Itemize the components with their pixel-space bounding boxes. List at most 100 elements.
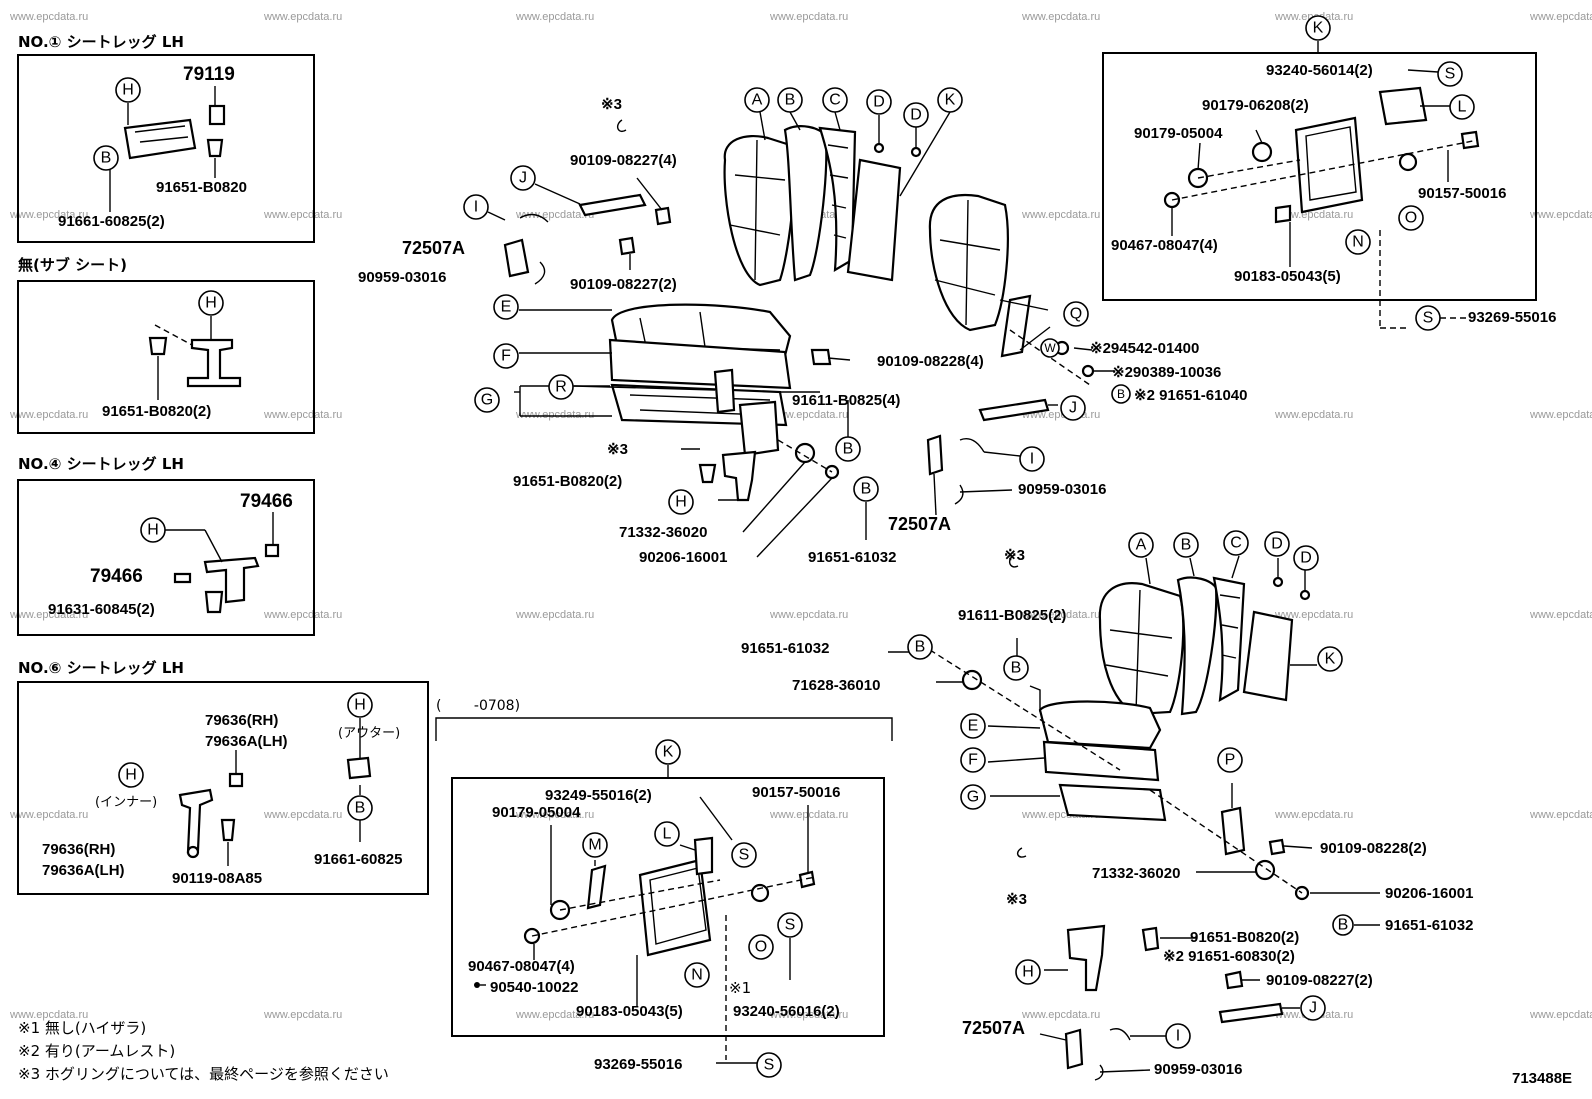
svg-text:K: K bbox=[1325, 651, 1336, 668]
watermark-text: www.epcdata.ru bbox=[9, 609, 88, 621]
callout-B: B bbox=[1332, 914, 1354, 936]
callout-K: K bbox=[655, 739, 681, 765]
callout-S: S bbox=[731, 842, 757, 868]
bolt bbox=[1460, 130, 1480, 150]
svg-text:K: K bbox=[663, 744, 674, 761]
washer bbox=[186, 845, 200, 859]
watermark-text: www.epcdata.ru bbox=[1021, 11, 1100, 23]
svg-text:M: M bbox=[588, 837, 601, 854]
latch-72507A bbox=[1064, 1028, 1084, 1070]
part-label: 93269-55016 bbox=[1468, 309, 1556, 326]
svg-text:L: L bbox=[1458, 99, 1467, 116]
callout-D: D bbox=[1293, 545, 1319, 571]
bolt bbox=[220, 818, 236, 842]
callout-G: G bbox=[474, 387, 500, 413]
hog-ring-label: ※3 bbox=[1004, 547, 1025, 564]
rod-J bbox=[1218, 1002, 1284, 1024]
watermark-text: www.epcdata.ru bbox=[9, 1009, 88, 1021]
callout-E: E bbox=[960, 713, 986, 739]
clip-O bbox=[1398, 152, 1418, 172]
part-label: 91661-60825 bbox=[314, 851, 402, 868]
svg-text:D: D bbox=[873, 94, 885, 111]
watermark-text: www.epcdata.ru bbox=[1021, 1009, 1100, 1021]
part-label: 71628-36010 bbox=[792, 677, 880, 694]
panel-seat-leg-no1: NO.① シートレッグ LH H B 79119 91651-B0820 916… bbox=[17, 33, 315, 243]
latch-72507A bbox=[503, 238, 530, 278]
callout-D: D bbox=[1264, 531, 1290, 557]
seat-leg-bracket bbox=[123, 118, 197, 160]
svg-text:S: S bbox=[1445, 66, 1456, 83]
watermark-text: www.epcdata.ru bbox=[263, 209, 342, 221]
hinge-plate bbox=[638, 858, 712, 957]
callout-F: F bbox=[960, 747, 986, 773]
part-label: 79466 bbox=[90, 566, 143, 587]
part-label: 91611-B0825(2) bbox=[958, 607, 1066, 624]
svg-text:I: I bbox=[1176, 1028, 1180, 1045]
svg-text:A: A bbox=[752, 92, 763, 109]
watermark-text: www.epcdata.ru bbox=[1529, 409, 1592, 421]
part-label: 79636A(LH) bbox=[205, 733, 288, 750]
svg-text:R: R bbox=[555, 379, 567, 396]
part-label: 90157-50016 bbox=[1418, 185, 1506, 202]
svg-text:C: C bbox=[829, 92, 841, 109]
callout-H: H bbox=[115, 77, 141, 103]
clip-D bbox=[1272, 576, 1284, 588]
inner-label: (インナー) bbox=[95, 795, 157, 810]
callout-Q: Q bbox=[1063, 301, 1089, 327]
hog-ring bbox=[1008, 554, 1019, 568]
svg-text:S: S bbox=[1423, 310, 1434, 327]
callout-H: H bbox=[347, 692, 373, 718]
svg-text:H: H bbox=[122, 82, 134, 99]
callout-K: K bbox=[937, 87, 963, 113]
watermark-text: www.epcdata.ru bbox=[515, 11, 594, 23]
seatback-frame-C bbox=[1212, 576, 1246, 703]
callout-H: H bbox=[1015, 959, 1041, 985]
rod-J bbox=[978, 398, 1050, 422]
callout-S: S bbox=[1437, 61, 1463, 87]
bolt bbox=[204, 590, 224, 614]
footnote-2: ※2 有り(アームレスト) bbox=[18, 1042, 175, 1060]
watermark-text: www.epcdata.ru bbox=[515, 209, 594, 221]
svg-text:B: B bbox=[915, 639, 926, 656]
watermark-text: www.epcdata.ru bbox=[263, 409, 342, 421]
part-label: 91651-61032 bbox=[741, 640, 829, 657]
seat-leg bbox=[203, 556, 260, 604]
clip-D bbox=[873, 142, 885, 154]
callout-C: C bbox=[822, 87, 848, 113]
part-label: ※294542-01400 bbox=[1090, 340, 1199, 357]
hinge-P bbox=[1220, 806, 1246, 856]
part-label: 90109-08227(4) bbox=[570, 152, 677, 169]
watermark-text: www.epcdata.ru bbox=[263, 1009, 342, 1021]
watermark-text: www.epcdata.ru bbox=[9, 11, 88, 23]
bracket-N bbox=[1274, 204, 1292, 224]
clip-D bbox=[1299, 589, 1311, 601]
seat-frame-G bbox=[1058, 783, 1167, 822]
part-label: 90467-08047(4) bbox=[1111, 237, 1218, 254]
svg-text:E: E bbox=[501, 299, 512, 316]
seatback-board bbox=[846, 158, 902, 282]
watermark-text: www.epcdata.ru bbox=[263, 609, 342, 621]
bolt bbox=[698, 463, 717, 484]
seat-cushion-pad-F bbox=[608, 338, 792, 390]
panel-box bbox=[17, 54, 315, 243]
svg-text:H: H bbox=[147, 522, 159, 539]
part-label: 90179-05004 bbox=[1134, 125, 1223, 142]
svg-text:S: S bbox=[785, 917, 796, 934]
callout-J: J bbox=[510, 165, 536, 191]
part-label: 90467-08047(4) bbox=[468, 958, 575, 975]
svg-text:W: W bbox=[1044, 341, 1056, 355]
svg-text:B: B bbox=[843, 441, 854, 458]
panel-box bbox=[17, 681, 429, 895]
svg-text:H: H bbox=[125, 767, 137, 784]
hog-ring bbox=[616, 119, 627, 132]
seatback-cover bbox=[928, 194, 1009, 332]
panel-seat-leg-no4: NO.④ シートレッグ LH H 79466 79466 91631-60845… bbox=[17, 455, 315, 636]
bolt bbox=[1141, 926, 1160, 952]
svg-text:K: K bbox=[945, 92, 956, 109]
bracket-M bbox=[586, 864, 607, 910]
svg-text:I: I bbox=[1030, 451, 1034, 468]
part-label: 91651-B0820 bbox=[156, 179, 247, 196]
callout-C: C bbox=[1223, 530, 1249, 556]
footnote-3: ※3 ホグリングについては、最終ページを参照ください bbox=[18, 1065, 389, 1083]
